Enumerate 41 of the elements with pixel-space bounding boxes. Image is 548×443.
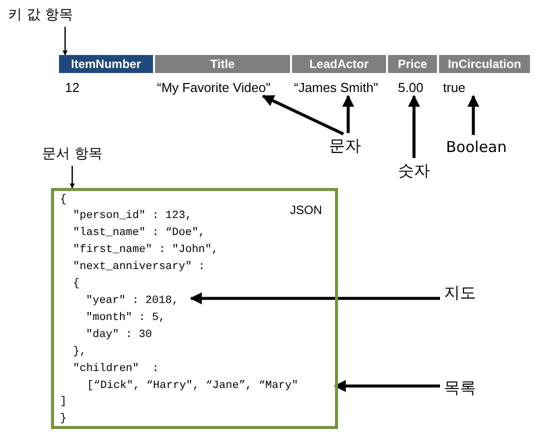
callout-label: 문자 xyxy=(329,136,361,156)
callout-label: Boolean xyxy=(446,138,507,156)
field-value: “James Smith" xyxy=(292,78,386,96)
code-line: { xyxy=(73,277,80,291)
arrow xyxy=(408,94,420,158)
field-value: 5.00 xyxy=(388,78,437,96)
arrow xyxy=(334,380,440,392)
column-header: InCirculation xyxy=(439,55,530,73)
code-line: "next_anniversary" : xyxy=(73,260,206,274)
format-label: JSON xyxy=(290,203,322,217)
callout-label: 문서 항목 xyxy=(42,146,102,163)
callout-label: 지도 xyxy=(444,283,476,302)
code-line: } xyxy=(60,412,67,426)
code-line: ] xyxy=(60,395,67,409)
callout-label: 키 값 항목 xyxy=(8,7,73,24)
column-header: ItemNumber xyxy=(59,55,153,73)
callout-label: 숫자 xyxy=(398,161,430,180)
arrow xyxy=(62,26,68,56)
code-line: }, xyxy=(73,345,86,359)
field-value: 12 xyxy=(59,78,153,96)
column-header: Price xyxy=(388,55,437,73)
column-header: Title xyxy=(155,55,290,73)
code-line: { xyxy=(60,193,67,207)
arrow xyxy=(70,166,75,189)
code-line: "day" : 30 xyxy=(86,328,152,342)
field-value: “My Favorite Video" xyxy=(155,78,290,96)
code-line: "children" : xyxy=(73,362,159,376)
arrow xyxy=(342,94,354,133)
field-value: true xyxy=(439,78,530,96)
callout-label: 목록 xyxy=(444,378,476,398)
document-box xyxy=(51,188,338,429)
column-header: LeadActor xyxy=(292,55,386,73)
arrow xyxy=(262,94,344,136)
arrow xyxy=(190,292,440,304)
code-line: [“Dick", “Harry", “Jane”, “Mary" xyxy=(87,379,298,393)
arrow xyxy=(467,94,480,135)
code-line: "first_name" : "John", xyxy=(73,243,218,257)
code-line: "last_name" : “Doe", xyxy=(73,226,206,240)
code-line: "month" : 5, xyxy=(86,311,166,325)
code-line: "year" : 2018, xyxy=(86,294,178,308)
code-line: "person_id" : 123, xyxy=(73,209,192,223)
